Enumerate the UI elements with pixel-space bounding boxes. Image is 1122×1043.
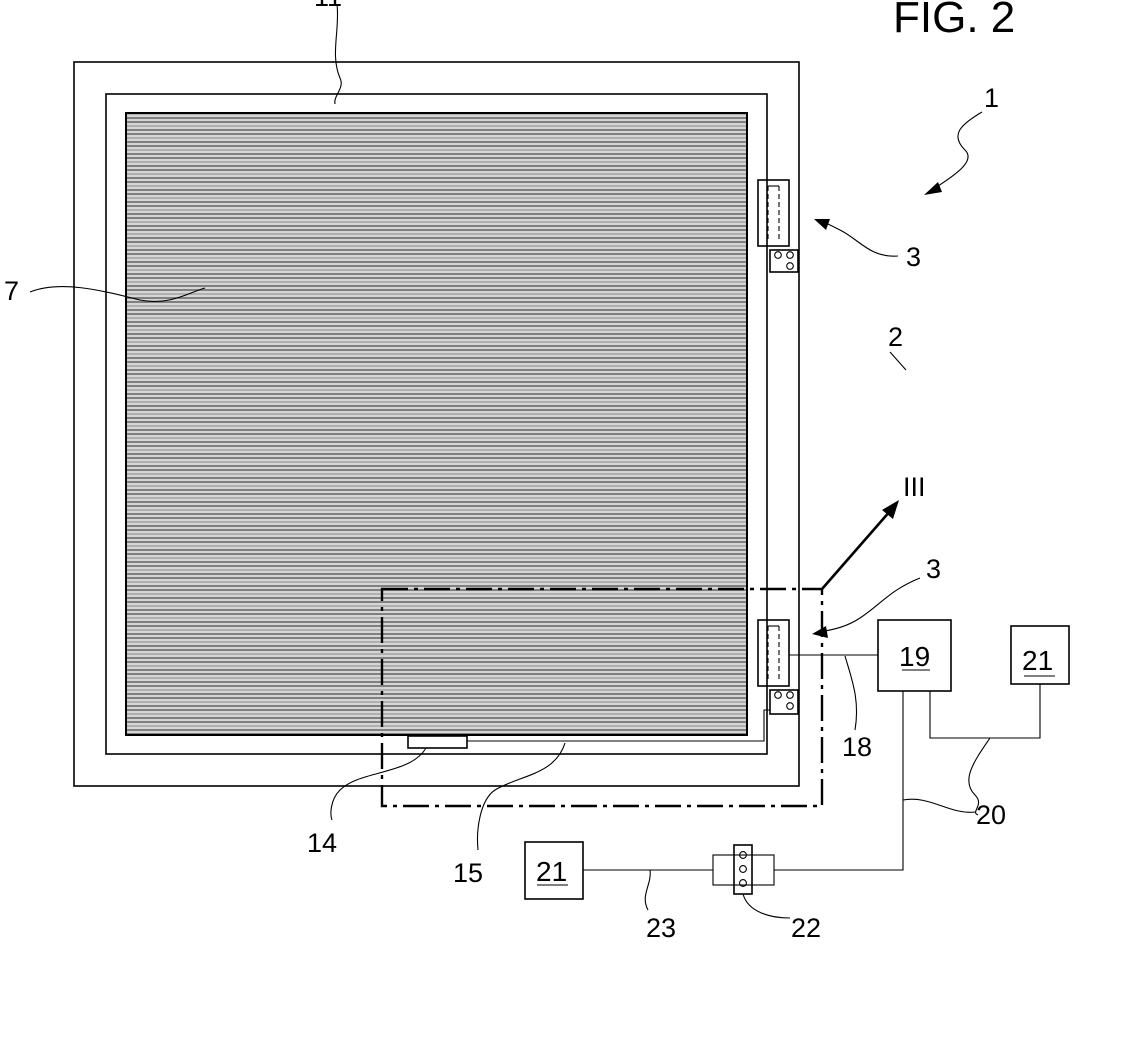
sensor-14	[408, 736, 467, 748]
label-III: III	[903, 472, 926, 502]
label-15: 15	[453, 858, 483, 888]
label-22: 22	[791, 913, 821, 943]
label-19: 19	[899, 641, 930, 672]
cable-20-right	[930, 684, 1040, 738]
leader-1-arrowhead	[924, 182, 942, 195]
leader-3-lower	[820, 578, 920, 632]
label-11: 11	[314, 0, 342, 12]
leader-2	[890, 352, 906, 370]
label-18: 18	[842, 732, 872, 762]
upper-connector	[758, 180, 798, 272]
label-1: 1	[984, 83, 999, 113]
section-arrow	[822, 510, 891, 589]
leader-23	[645, 870, 650, 910]
leader-15	[478, 743, 565, 850]
leader-11	[335, 4, 341, 104]
leader-14	[331, 748, 426, 820]
cable-20-down	[774, 691, 903, 870]
label-7: 7	[4, 276, 19, 306]
leader-3-lower-arrowhead	[812, 626, 828, 638]
label-20: 20	[976, 800, 1006, 830]
label-23: 23	[646, 913, 676, 943]
leader-3-upper	[820, 222, 898, 256]
leader-18	[845, 656, 857, 730]
label-14: 14	[307, 828, 337, 858]
leader-20-down	[903, 799, 975, 812]
label-21-left: 21	[536, 856, 567, 887]
figure-title: FIG. 2	[893, 0, 1015, 42]
junction-22	[713, 845, 774, 894]
label-3-lower: 3	[926, 554, 941, 584]
leader-3-upper-arrowhead	[814, 219, 830, 230]
leader-22	[743, 894, 790, 918]
label-21-right: 21	[1022, 645, 1053, 676]
panel-surface	[126, 113, 747, 735]
label-3-upper: 3	[906, 242, 921, 272]
lower-connector	[758, 620, 798, 714]
label-2: 2	[888, 322, 903, 352]
leader-1	[935, 112, 982, 188]
